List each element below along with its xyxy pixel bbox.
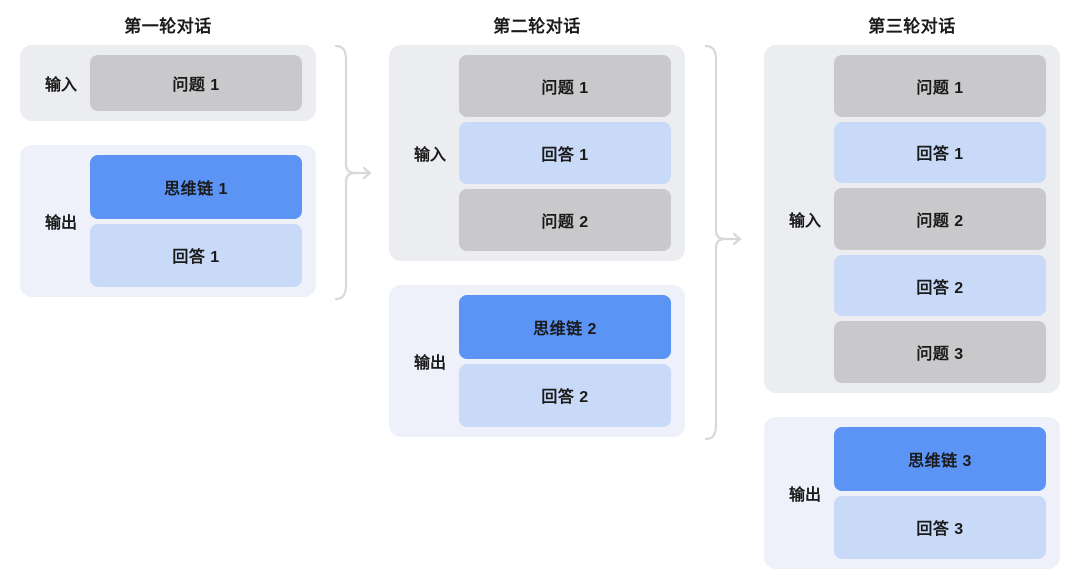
chip-chain-of-thought[interactable]: 思维链 2 [459,295,671,359]
connector-round-1-to-round-2 [330,40,380,305]
chip-answer[interactable]: 回答 1 [459,122,671,184]
chip-answer[interactable]: 回答 2 [834,254,1046,317]
round-1-header: 第一轮对话 [124,17,212,36]
chip-question[interactable]: 问题 1 [834,55,1046,117]
round-3-input-panel: 输入 问题 1 回答 1 问题 2 回答 2 问题 3 [764,45,1060,393]
chip-question[interactable]: 问题 2 [834,188,1046,250]
round-1-output-panel: 输出 思维链 1 回答 1 [20,145,316,297]
round-3-header: 第三轮对话 [868,17,956,36]
round-2-output-label: 输出 [413,355,446,372]
round-1-output-label: 输出 [44,215,77,232]
chip-question[interactable]: 问题 3 [834,321,1046,383]
round-3-input-items: 问题 1 回答 1 问题 2 回答 2 问题 3 [834,55,1046,383]
chip-question[interactable]: 问题 2 [459,189,671,251]
chip-answer[interactable]: 回答 1 [834,121,1046,184]
chip-answer[interactable]: 回答 2 [459,363,671,427]
round-3-output-label: 输出 [788,487,821,504]
round-3-output-items: 思维链 3 回答 3 [834,427,1046,559]
chip-chain-of-thought[interactable]: 思维链 3 [834,427,1046,491]
chip-chain-of-thought[interactable]: 思维链 1 [90,155,302,219]
chip-question[interactable]: 问题 1 [90,55,302,111]
round-2-input-panel: 输入 问题 1 回答 1 问题 2 [389,45,685,261]
round-1-input-items: 问题 1 [90,55,302,111]
chip-question[interactable]: 问题 1 [459,55,671,117]
round-3-input-label: 输入 [788,213,821,230]
chip-answer[interactable]: 回答 1 [90,223,302,287]
connector-round-2-to-round-3 [700,40,750,445]
round-2-input-label: 输入 [413,147,446,164]
round-3-output-panel: 输出 思维链 3 回答 3 [764,417,1060,569]
conversation-round-3: 第三轮对话 输入 问题 1 回答 1 问题 2 回答 2 问题 3 输出 思维链… [764,0,1060,579]
round-2-output-items: 思维链 2 回答 2 [459,295,671,427]
chip-answer[interactable]: 回答 3 [834,495,1046,559]
round-2-header: 第二轮对话 [493,17,581,36]
round-1-output-items: 思维链 1 回答 1 [90,155,302,287]
conversation-round-1: 第一轮对话 输入 问题 1 输出 思维链 1 回答 1 [20,0,316,579]
round-2-output-panel: 输出 思维链 2 回答 2 [389,285,685,437]
round-2-input-items: 问题 1 回答 1 问题 2 [459,55,671,251]
conversation-round-2: 第二轮对话 输入 问题 1 回答 1 问题 2 输出 思维链 2 回答 2 [389,0,685,579]
round-1-input-label: 输入 [44,77,77,94]
round-1-input-panel: 输入 问题 1 [20,45,316,121]
